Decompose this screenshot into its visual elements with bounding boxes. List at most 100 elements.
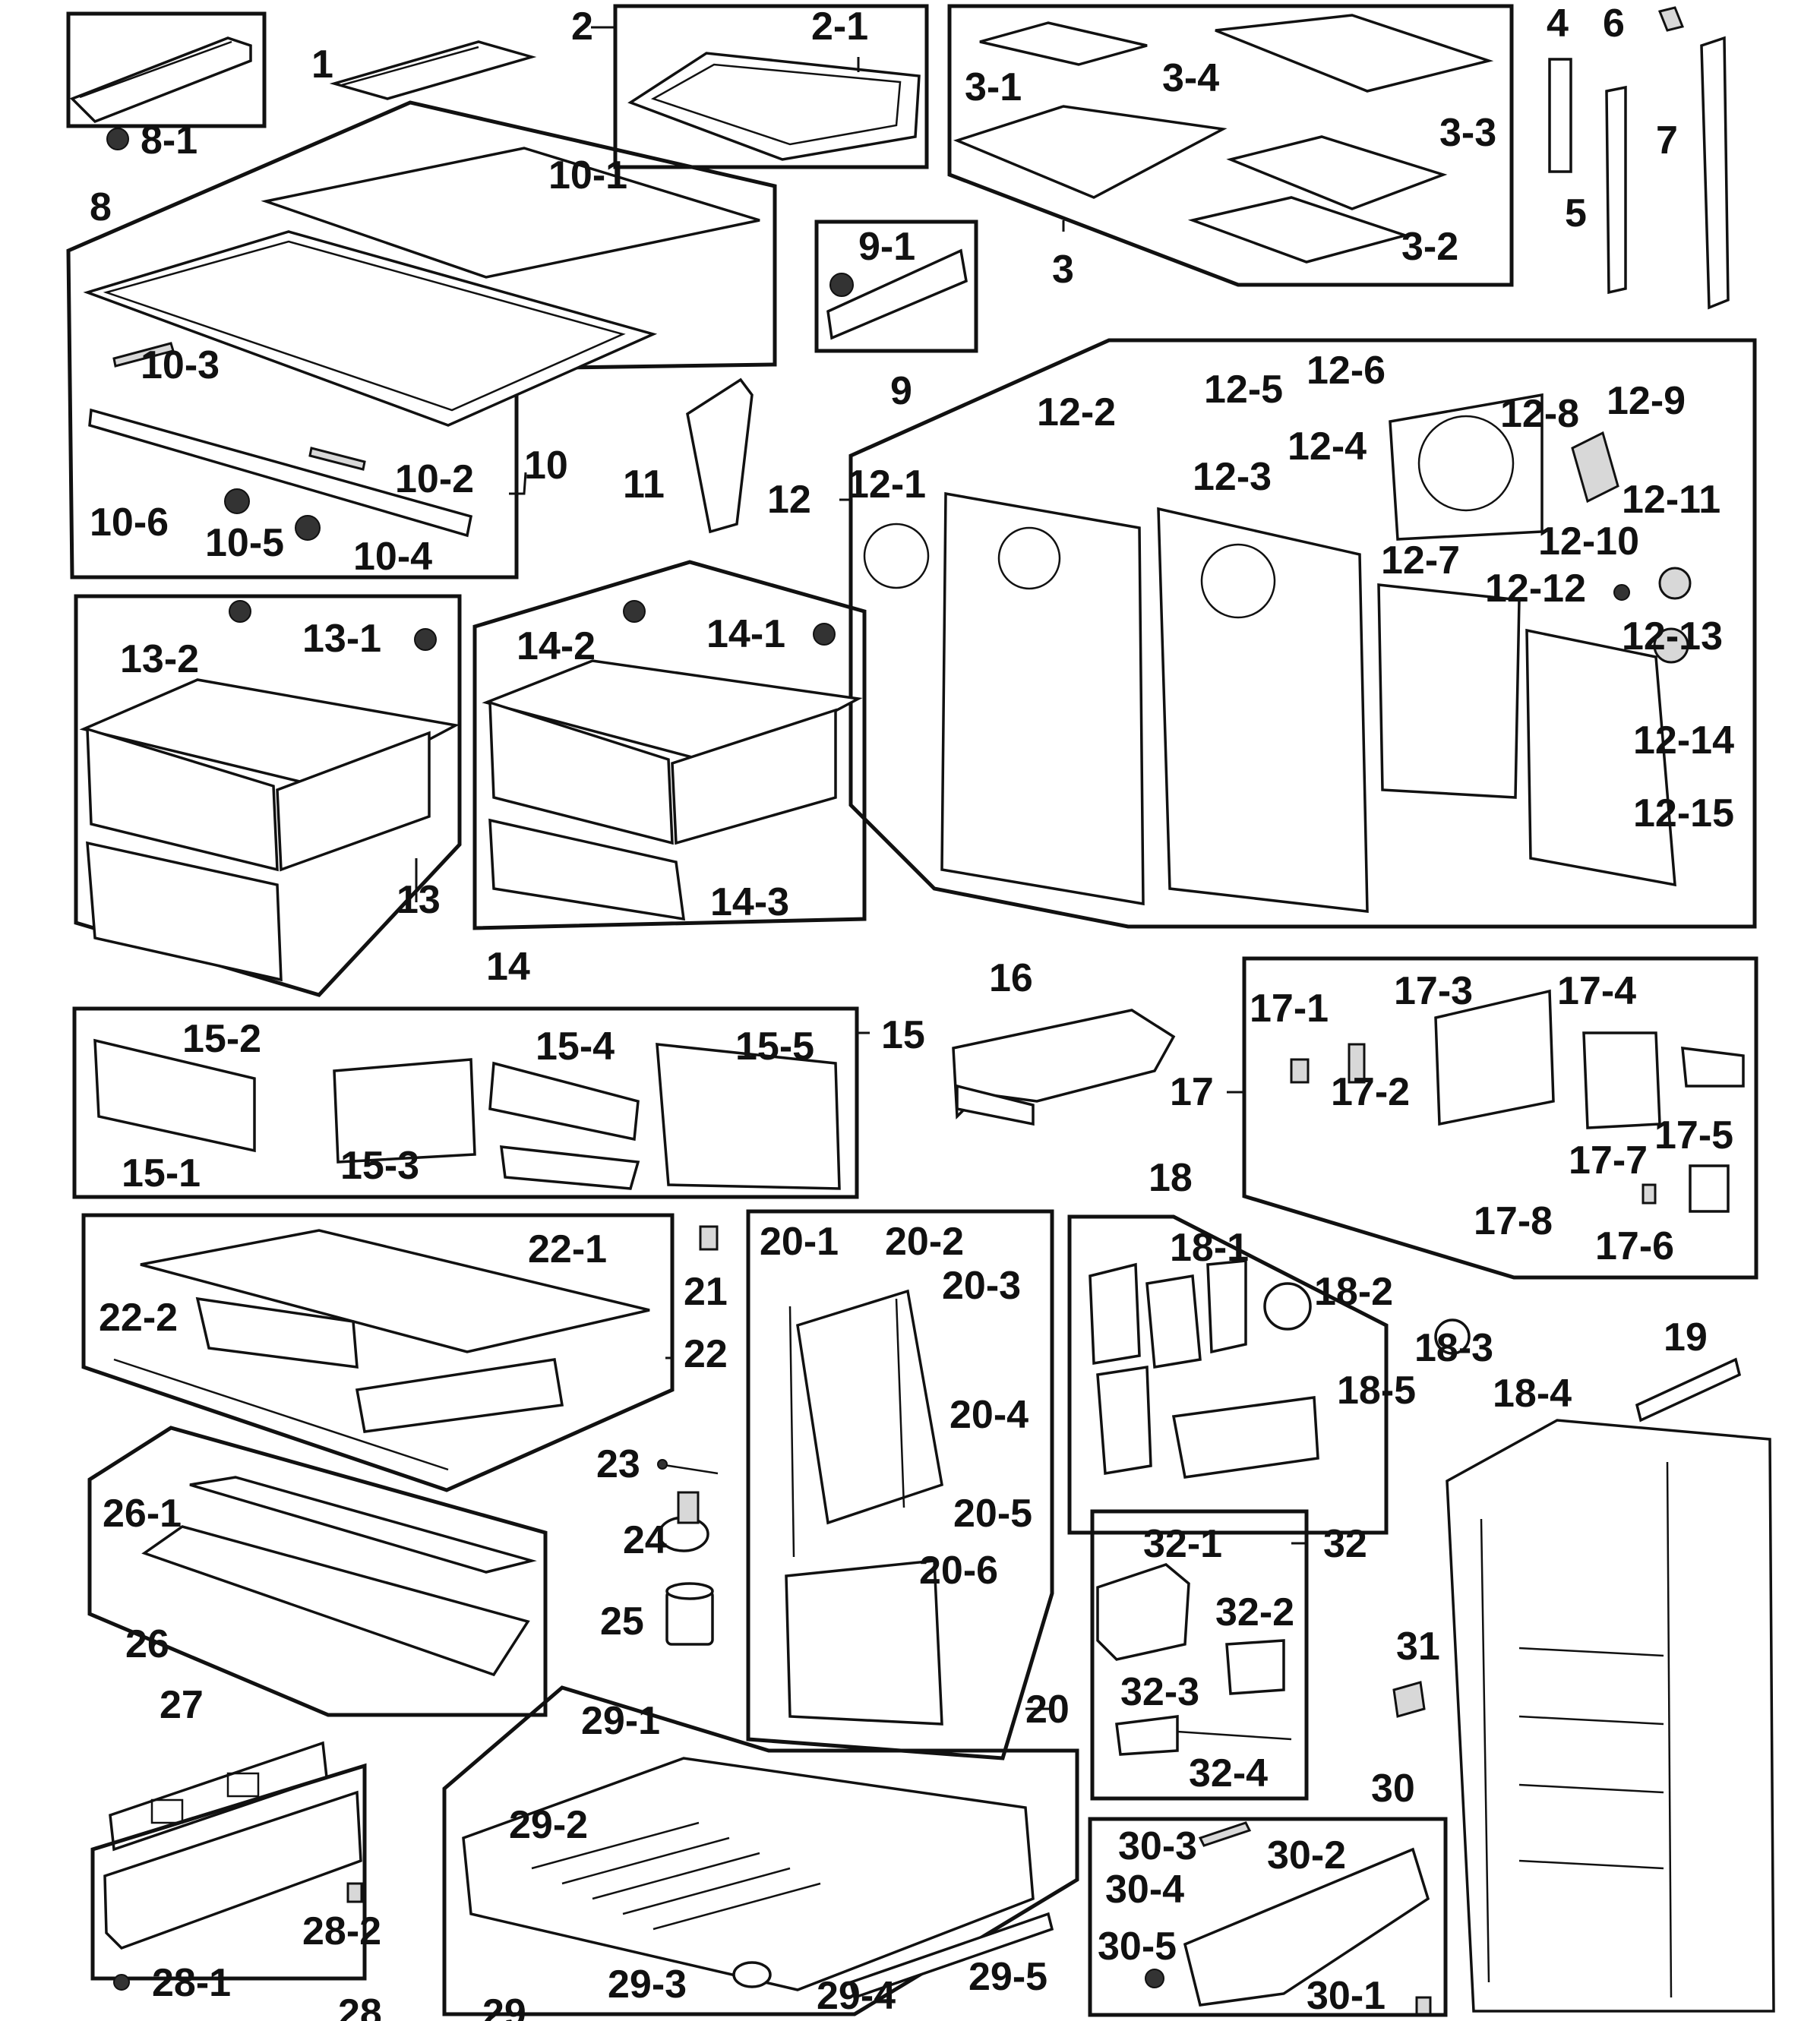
label-8: 8 xyxy=(90,185,112,229)
label-30-4: 30-4 xyxy=(1105,1868,1184,1912)
label-32: 32 xyxy=(1323,1522,1367,1566)
part-group-32 xyxy=(1090,1509,1309,1801)
label-12-8: 12-8 xyxy=(1500,392,1579,436)
part-group-20 xyxy=(746,1209,1054,1760)
label-12-4: 12-4 xyxy=(1288,425,1367,469)
label-20-3: 20-3 xyxy=(942,1264,1021,1308)
part-group-8 xyxy=(66,11,267,150)
label-15-1: 15-1 xyxy=(122,1151,201,1195)
label-14-1: 14-1 xyxy=(706,612,785,656)
label-30-5: 30-5 xyxy=(1098,1925,1177,1969)
label-17-5: 17-5 xyxy=(1654,1113,1733,1157)
label-18-4: 18-4 xyxy=(1493,1372,1572,1416)
label-20: 20 xyxy=(1025,1688,1070,1732)
part-group-28 xyxy=(90,1763,367,1991)
part-7-trim-bar xyxy=(1700,36,1730,310)
label-3-1: 3-1 xyxy=(965,65,1022,109)
label-17-2: 17-2 xyxy=(1331,1070,1410,1114)
label-28: 28 xyxy=(338,1991,382,2021)
label-15-3: 15-3 xyxy=(340,1144,419,1188)
label-17-4: 17-4 xyxy=(1557,969,1636,1013)
label-13-2: 13-2 xyxy=(120,637,199,681)
label-18-1: 18-1 xyxy=(1170,1226,1249,1270)
label-17-3: 17-3 xyxy=(1394,969,1473,1013)
part-group-26 xyxy=(87,1426,548,1717)
label-21: 21 xyxy=(684,1270,728,1314)
label-12-9: 12-9 xyxy=(1607,379,1686,423)
label-32-3: 32-3 xyxy=(1120,1670,1199,1714)
label-14: 14 xyxy=(486,945,530,989)
part-6-cap xyxy=(1657,6,1685,32)
part-group-15 xyxy=(72,1006,859,1199)
part-25-cylinder xyxy=(665,1582,714,1646)
label-18: 18 xyxy=(1149,1156,1193,1200)
label-12-12: 12-12 xyxy=(1485,567,1586,611)
part-group-10 xyxy=(66,100,777,579)
label-22-1: 22-1 xyxy=(528,1227,607,1271)
label-3-4: 3-4 xyxy=(1162,56,1219,100)
part-group-9 xyxy=(814,219,978,353)
label-32-1: 32-1 xyxy=(1143,1522,1222,1566)
label-29-5: 29-5 xyxy=(968,1955,1047,1999)
part-1-shelf-cover xyxy=(329,40,537,100)
label-9-1: 9-1 xyxy=(858,225,915,269)
label-12-15: 12-15 xyxy=(1633,791,1734,835)
label-12: 12 xyxy=(767,478,811,522)
label-17-6: 17-6 xyxy=(1595,1224,1674,1268)
label-12-11: 12-11 xyxy=(1622,478,1720,522)
label-18-3: 18-3 xyxy=(1414,1326,1493,1370)
label-22: 22 xyxy=(684,1332,728,1376)
leader-lines xyxy=(415,26,1307,1710)
label-5: 5 xyxy=(1565,191,1587,235)
label-12-3: 12-3 xyxy=(1193,455,1272,499)
label-20-5: 20-5 xyxy=(953,1492,1032,1536)
part-group-17 xyxy=(1242,956,1758,1280)
label-17: 17 xyxy=(1170,1070,1214,1114)
label-23: 23 xyxy=(596,1442,640,1486)
label-15-5: 15-5 xyxy=(735,1025,814,1069)
label-17-7: 17-7 xyxy=(1569,1138,1648,1183)
label-30: 30 xyxy=(1371,1767,1415,1811)
label-29-2: 29-2 xyxy=(509,1803,588,1847)
label-3: 3 xyxy=(1052,248,1074,292)
label-2-1: 2-1 xyxy=(811,5,868,49)
part-4-hinge xyxy=(1548,58,1572,173)
label-27: 27 xyxy=(160,1683,204,1727)
part-group-29 xyxy=(442,1685,1079,2016)
part-24-motor xyxy=(658,1491,709,1552)
cabinet-body xyxy=(1446,1419,1775,2013)
label-20-2: 20-2 xyxy=(885,1220,964,1264)
label-20-6: 20-6 xyxy=(919,1549,998,1593)
label-7: 7 xyxy=(1656,118,1678,163)
label-12-2: 12-2 xyxy=(1037,390,1116,434)
label-20-4: 20-4 xyxy=(949,1393,1028,1437)
label-29-4: 29-4 xyxy=(817,1974,896,2018)
label-1: 1 xyxy=(311,43,333,87)
label-29: 29 xyxy=(482,1991,526,2021)
label-15-2: 15-2 xyxy=(182,1017,261,1061)
label-12-13: 12-13 xyxy=(1622,614,1723,658)
label-12-14: 12-14 xyxy=(1633,718,1734,763)
callout-labels: 1 2 2-1 3-1 3-4 3-3 3-2 3 4 6 7 5 8-1 8 … xyxy=(90,2,1734,2021)
label-10-6: 10-6 xyxy=(90,501,169,545)
label-10-5: 10-5 xyxy=(205,521,284,565)
part-group-12 xyxy=(848,338,1757,929)
label-31: 31 xyxy=(1396,1625,1440,1669)
label-12-6: 12-6 xyxy=(1307,349,1386,393)
label-30-2: 30-2 xyxy=(1267,1833,1346,1877)
part-19-rail xyxy=(1635,1357,1742,1423)
part-23-sensor xyxy=(657,1459,719,1475)
label-18-5: 18-5 xyxy=(1337,1369,1416,1413)
label-12-7: 12-7 xyxy=(1381,538,1460,583)
label-28-1: 28-1 xyxy=(152,1961,231,2005)
part-group-22 xyxy=(81,1213,675,1492)
part-11-duct xyxy=(686,377,754,534)
label-14-2: 14-2 xyxy=(517,624,596,668)
label-22-2: 22-2 xyxy=(99,1296,178,1340)
label-15: 15 xyxy=(881,1013,925,1057)
label-11: 11 xyxy=(623,463,665,507)
label-9: 9 xyxy=(890,369,912,413)
label-10-2: 10-2 xyxy=(395,457,474,501)
label-10-4: 10-4 xyxy=(353,535,432,579)
